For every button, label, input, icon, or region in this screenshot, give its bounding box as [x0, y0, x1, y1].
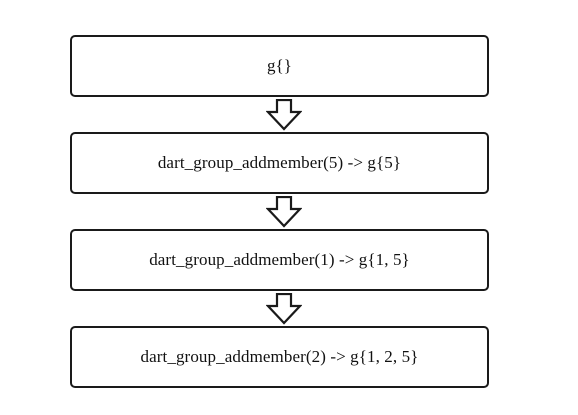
- down-arrow-icon: [266, 99, 302, 131]
- down-arrow-icon: [266, 293, 302, 325]
- flow-step-label: g{}: [266, 56, 293, 75]
- flow-step-empty-group: g{}: [70, 35, 489, 97]
- flow-step-label: dart_group_addmember(2) -> g{1, 2, 5}: [140, 347, 419, 366]
- flow-step-label: dart_group_addmember(5) -> g{5}: [157, 153, 402, 172]
- flow-step-add-member-1: dart_group_addmember(1) -> g{1, 5}: [70, 229, 489, 291]
- flow-step-add-member-5: dart_group_addmember(5) -> g{5}: [70, 132, 489, 194]
- down-arrow-icon: [266, 196, 302, 228]
- flow-step-add-member-2: dart_group_addmember(2) -> g{1, 2, 5}: [70, 326, 489, 388]
- flow-step-label: dart_group_addmember(1) -> g{1, 5}: [149, 250, 410, 269]
